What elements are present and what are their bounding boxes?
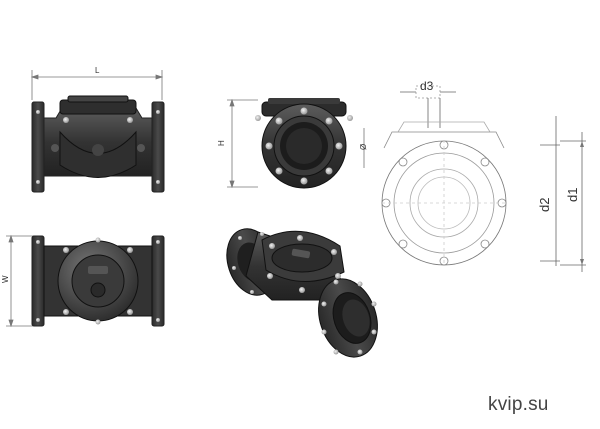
- pitch-diameter-label: d2: [537, 198, 552, 212]
- length-label: L: [95, 66, 100, 75]
- flange-diameter-label: d1: [565, 188, 580, 202]
- watermark: kvip.su: [488, 394, 549, 415]
- bore-label: Ø: [359, 144, 368, 150]
- front-view: L: [30, 66, 165, 193]
- width-label: W: [1, 275, 10, 283]
- bolt-hole-label: d3: [420, 79, 434, 93]
- height-label: H: [217, 140, 226, 146]
- side-view: H Ø: [217, 98, 368, 189]
- isometric-view: [226, 228, 378, 358]
- length-dimension: [30, 70, 164, 100]
- top-view: W: [1, 234, 165, 328]
- flange-outline-view: [381, 85, 586, 272]
